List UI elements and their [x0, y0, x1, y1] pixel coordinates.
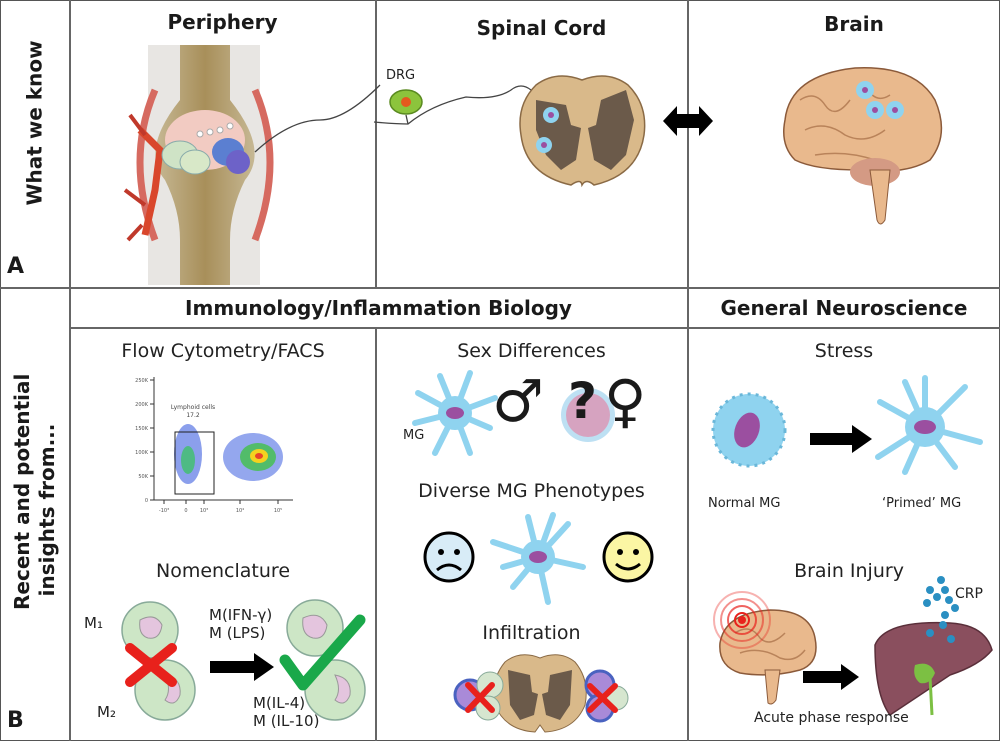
- question-mark-icon: ?: [568, 372, 598, 430]
- female-symbol-icon: ♀: [604, 367, 647, 435]
- male-symbol-icon: ♂: [492, 367, 544, 435]
- brainstem: [869, 169, 891, 225]
- nomenclature-title: Nomenclature: [155, 560, 291, 582]
- spinal-cord-illustration: [373, 75, 646, 188]
- happy-face-icon: [602, 531, 654, 583]
- gate-label: Lymphoid cells: [171, 404, 215, 411]
- m-il4-label: M(IL-4): [253, 694, 306, 712]
- grid-line-section-header: [70, 327, 1000, 329]
- lymphoid-gate: [174, 431, 215, 495]
- y-tick-label: 150K: [135, 426, 149, 432]
- infiltration-title: Infiltration: [482, 622, 581, 644]
- bidirectional-arrow-icon: [663, 106, 713, 136]
- phenotypes-title: Diverse MG Phenotypes: [418, 480, 645, 502]
- section-title-immunology: Immunology/Inflammation Biology: [185, 296, 572, 320]
- injury-target-icon: [713, 591, 771, 649]
- x-tick-label: 10⁴: [236, 508, 244, 514]
- blood-vessel: [137, 127, 164, 236]
- x-tick-label: 10³: [200, 508, 208, 514]
- red-x-icon: [465, 682, 495, 713]
- x-tick-label: 10⁵: [274, 508, 282, 514]
- liver: [874, 621, 993, 717]
- grid-line-rowlabel: [69, 0, 71, 741]
- column-title-periphery: Periphery: [167, 10, 278, 34]
- drg-label: DRG: [386, 68, 416, 83]
- green-check-icon: [279, 614, 366, 691]
- synovium-right: [251, 88, 274, 242]
- normal-microglia: [711, 392, 787, 468]
- grid-line-col1-b: [375, 328, 377, 741]
- right-arrow-icon: [810, 425, 872, 453]
- macrophage-old-nomenclature: [121, 601, 196, 721]
- x-tick-label: -10³: [159, 508, 169, 514]
- y-tick-label: 50K: [138, 474, 148, 480]
- x-tick-label: 0: [184, 508, 187, 514]
- macrophage-new-nomenclature: [279, 599, 366, 721]
- y-tick-label: 250K: [135, 378, 149, 384]
- m-il10-label: M (IL-10): [253, 712, 320, 730]
- grid-line-row: [0, 287, 1000, 289]
- row-label-what-we-know: What we know: [22, 40, 47, 206]
- m1-label: M₁: [84, 614, 103, 632]
- grid-line-col2: [687, 0, 689, 741]
- flow-cytometry-title: Flow Cytometry/FACS: [121, 340, 325, 362]
- crp-molecules: [923, 576, 959, 643]
- stress-title: Stress: [814, 340, 874, 362]
- y-tick-label: 200K: [135, 402, 149, 408]
- normal-mg-label: Normal MG: [708, 496, 781, 511]
- nerve-fiber: [373, 85, 532, 125]
- cerebrum: [783, 67, 943, 172]
- m-ifn-label: M(IFN-γ): [209, 606, 273, 624]
- cell-nucleus-question: [561, 388, 615, 442]
- knee-joint-illustration: [123, 45, 381, 285]
- row-label-line2: insights from...: [35, 423, 59, 597]
- microglia-ramified-center: [490, 512, 586, 605]
- microglia-ramified: [412, 370, 498, 456]
- infiltration-illustration: [453, 654, 629, 733]
- column-title-spinal-cord: Spinal Cord: [476, 16, 607, 40]
- primed-mg-label: ‘Primed’ MG: [882, 496, 962, 511]
- panel-letter-b: B: [7, 708, 24, 733]
- red-x-icon: [125, 643, 177, 687]
- spinal-cord-cross-section: [493, 654, 587, 733]
- y-tick-label: 0: [145, 498, 148, 504]
- right-arrow-icon: [210, 653, 274, 681]
- grid-line-col1: [375, 0, 377, 288]
- section-title-neuroscience: General Neuroscience: [720, 296, 968, 320]
- crp-label: CRP: [955, 586, 983, 602]
- row-label-line1: Recent and potential: [10, 373, 34, 610]
- row-label-insights: Recent and potential insights from...: [10, 373, 60, 610]
- m2-label: M₂: [97, 703, 116, 721]
- sex-differences-title: Sex Differences: [457, 340, 606, 362]
- liver-illustration: [874, 621, 993, 717]
- gate-value: 17.2: [186, 412, 200, 419]
- m-lps-label: M (LPS): [209, 624, 266, 642]
- facs-plot: 250K 200K 150K 100K 50K 0 -10³ 0 10³ 10⁴ 10⁵ Lymp…: [135, 377, 293, 514]
- injured-brain-illustration: [713, 591, 817, 705]
- panel-letter-a: A: [7, 254, 25, 279]
- red-x-icon: [587, 683, 618, 713]
- primed-microglia: [875, 375, 983, 475]
- column-title-brain: Brain: [824, 12, 884, 36]
- mg-label: MG: [403, 428, 425, 443]
- nerve-fiber: [254, 84, 381, 153]
- brain-illustration: [783, 67, 943, 225]
- y-tick-label: 100K: [135, 450, 149, 456]
- brain-injury-title: Brain Injury: [794, 560, 904, 582]
- sad-face-icon: [423, 531, 475, 583]
- acute-phase-response-label: Acute phase response: [754, 710, 909, 726]
- right-arrow-icon: [803, 664, 859, 690]
